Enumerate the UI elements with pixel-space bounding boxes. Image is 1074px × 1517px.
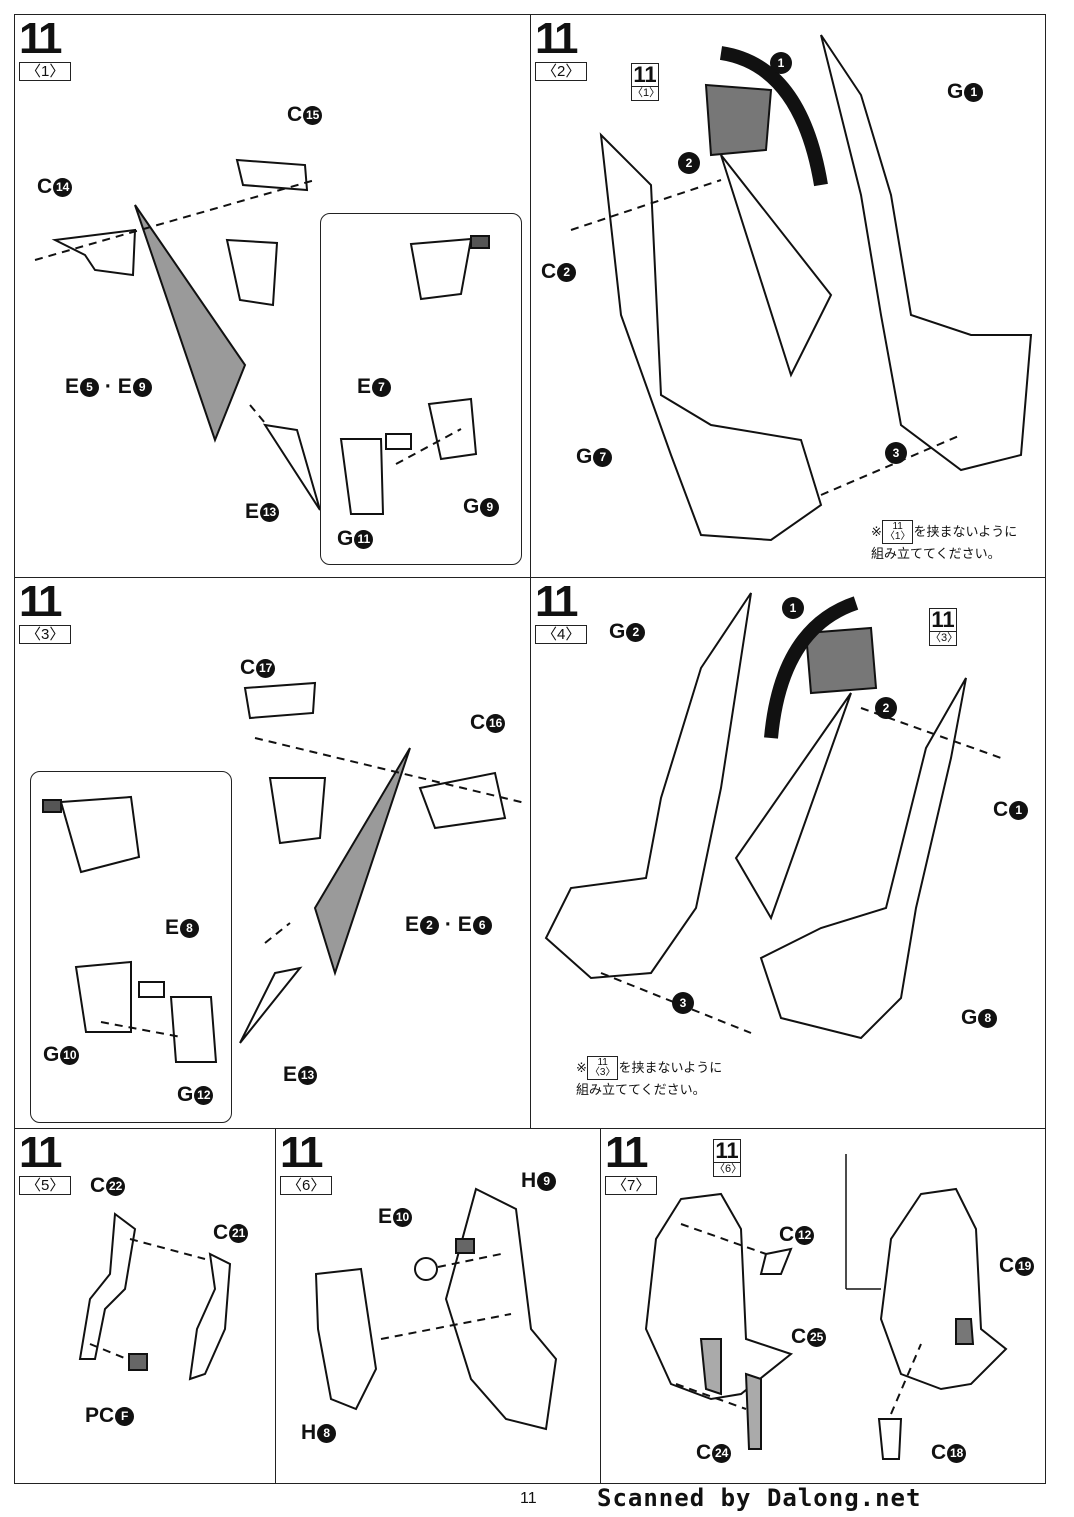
page-number: 11 — [520, 1490, 537, 1507]
detail-inset — [30, 771, 232, 1123]
step-number: 11 — [19, 577, 63, 626]
step-2-illustration: 1 2 3 — [570, 34, 1033, 542]
reference-box: 11〈1〉 — [631, 62, 661, 101]
arrow-step-3: 3 — [893, 446, 900, 460]
step-number: 11 — [280, 1128, 324, 1177]
step-header: 11 〈2〉 — [535, 14, 588, 81]
step-6-illustration — [314, 1187, 558, 1431]
step-substep: 〈4〉 — [535, 625, 588, 644]
arrow-step-3: 3 — [680, 996, 687, 1010]
step-7-illustration — [644, 1154, 1008, 1460]
step-header: 11 〈6〉 — [280, 1128, 333, 1195]
step-number: 11 — [19, 1128, 63, 1177]
assembly-note: ※11〈3〉を挟まないように組み立ててください。 — [576, 1056, 723, 1097]
assembly-note: ※11〈1〉を挟まないように組み立ててください。 — [871, 520, 1018, 561]
step-number: 11 — [535, 577, 579, 626]
reference-box: 11〈6〉 — [713, 1138, 743, 1177]
step-4-illustration: 1 2 3 — [544, 592, 1002, 1040]
step-5-illustration — [78, 1212, 232, 1381]
step-number: 11 — [535, 14, 579, 63]
reference-box: 11〈3〉 — [929, 607, 959, 646]
step-substep: 〈3〉 — [19, 625, 72, 644]
step-header: 11 〈4〉 — [535, 577, 588, 644]
scan-credit: Scanned by Dalong.net — [597, 1484, 922, 1512]
step-1-illustration — [34, 158, 321, 511]
step-3-illustration — [239, 681, 526, 1044]
step-number: 11 — [19, 14, 63, 63]
step-substep: 〈1〉 — [19, 62, 72, 81]
step-header: 11 〈3〉 — [19, 577, 72, 644]
arrow-step-2: 2 — [686, 156, 693, 170]
arrow-step-2: 2 — [883, 701, 890, 715]
step-header: 11 〈7〉 — [605, 1128, 658, 1195]
step-substep: 〈6〉 — [280, 1176, 333, 1195]
arrow-step-1: 1 — [790, 601, 797, 615]
step-substep: 〈2〉 — [535, 62, 588, 81]
arrow-step-1: 1 — [778, 56, 785, 70]
step-substep: 〈7〉 — [605, 1176, 658, 1195]
step-header: 11 〈5〉 — [19, 1128, 72, 1195]
step-substep: 〈5〉 — [19, 1176, 72, 1195]
step-number: 11 — [605, 1128, 649, 1177]
step-header: 11 〈1〉 — [19, 14, 72, 81]
